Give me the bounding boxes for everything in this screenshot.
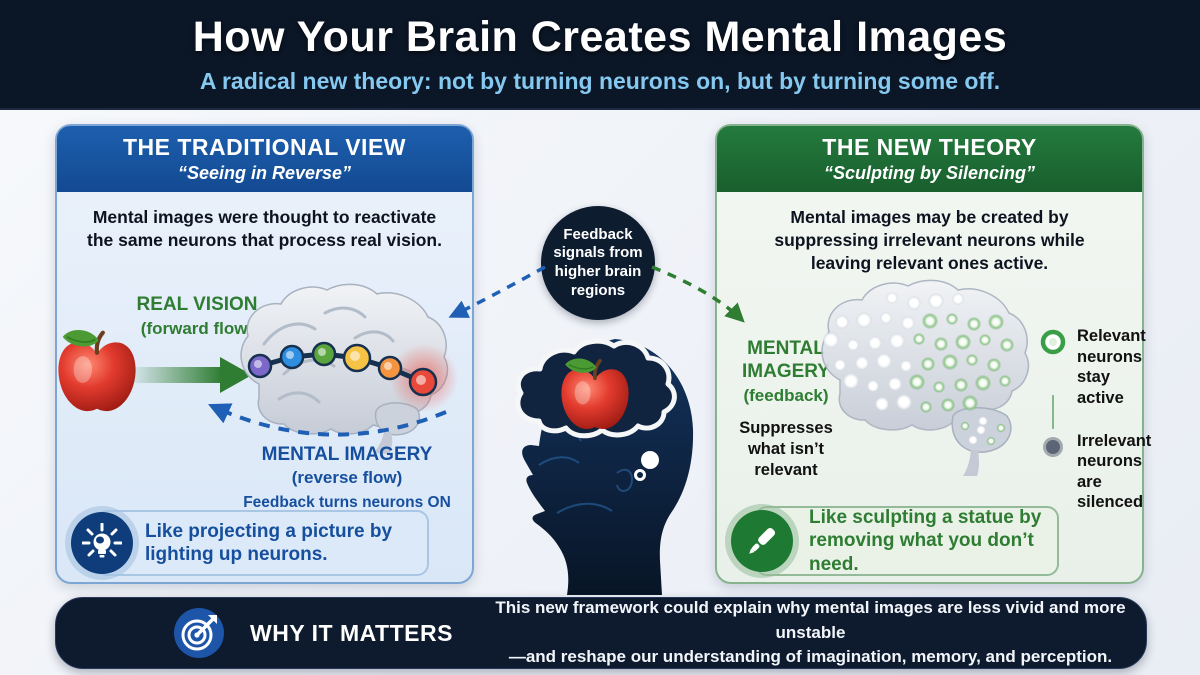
traditional-analogy-callout: Like projecting a picture by lighting up… (71, 510, 429, 576)
page-subtitle: A radical new theory: not by turning neu… (199, 68, 1001, 94)
neuron-legend: Relevant neurons stay active Irrelevant … (1039, 326, 1151, 514)
traditional-callout-text: Like projecting a picture by lighting up… (145, 520, 393, 565)
new-theory-analogy-callout: Like sculpting a statue by removing what… (731, 506, 1059, 576)
traditional-panel-header: THE TRADITIONAL VIEW “Seeing in Reverse” (57, 126, 472, 192)
traditional-subtitle: “Seeing in Reverse” (177, 163, 352, 183)
new-theory-title: THE NEW THEORY (822, 134, 1037, 160)
irrelevant-neuron-icon (1043, 436, 1063, 457)
why-it-matters-bar: WHY IT MATTERS This new framework could … (55, 597, 1147, 669)
real-vision-label: REAL VISION (forward flow) (136, 294, 258, 338)
relevant-neuron-icon (1040, 329, 1066, 355)
new-theory-subtitle: “Sculpting by Silencing” (823, 163, 1036, 183)
mental-imagery-label-traditional: MENTAL IMAGERY (reverse flow) Feedback t… (243, 444, 451, 511)
target-icon (174, 608, 224, 658)
forward-flow-arrow (134, 357, 252, 393)
header-band: How Your Brain Creates Mental Images A r… (0, 0, 1200, 110)
chisel-icon (731, 510, 793, 572)
suppresses-note: Suppresses what isn’t relevant (739, 418, 833, 480)
why-it-matters-text: This new framework could explain why men… (475, 596, 1146, 670)
feedback-signals-bubble: Feedback signals from higher brain regio… (541, 206, 655, 320)
new-theory-panel-header: THE NEW THEORY “Sculpting by Silencing” (717, 126, 1142, 192)
legend-connector (1052, 394, 1149, 429)
new-theory-panel: THE NEW THEORY “Sculpting by Silencing” … (715, 124, 1151, 584)
why-line-2: —and reshape our understanding of imagin… (508, 647, 1113, 667)
legend-irrelevant: Irrelevant neurons are silenced (1039, 431, 1151, 514)
new-theory-description: Mental images may be created by suppress… (774, 207, 1085, 274)
new-theory-callout-text: Like sculpting a statue by removing what… (809, 507, 1042, 575)
traditional-view-panel: THE TRADITIONAL VIEW “Seeing in Reverse”… (55, 124, 474, 584)
why-it-matters-title: WHY IT MATTERS (250, 619, 453, 646)
head-silhouette-illustration (497, 333, 705, 595)
brain-silenced-neurons-illustration (821, 279, 1030, 476)
mental-imagery-label-new: MENTAL IMAGERY (feedback) Suppresses wha… (725, 338, 847, 482)
lightbulb-icon (71, 512, 133, 574)
why-line-1: This new framework could explain why men… (495, 598, 1126, 642)
legend-relevant: Relevant neurons stay active (1039, 326, 1149, 409)
traditional-description: Mental images were thought to reactivate… (87, 207, 442, 251)
page-title: How Your Brain Creates Mental Images (192, 13, 1008, 61)
traditional-title: THE TRADITIONAL VIEW (122, 134, 406, 160)
brain-forward-flow-illustration (240, 283, 462, 454)
apple-image (54, 326, 140, 418)
